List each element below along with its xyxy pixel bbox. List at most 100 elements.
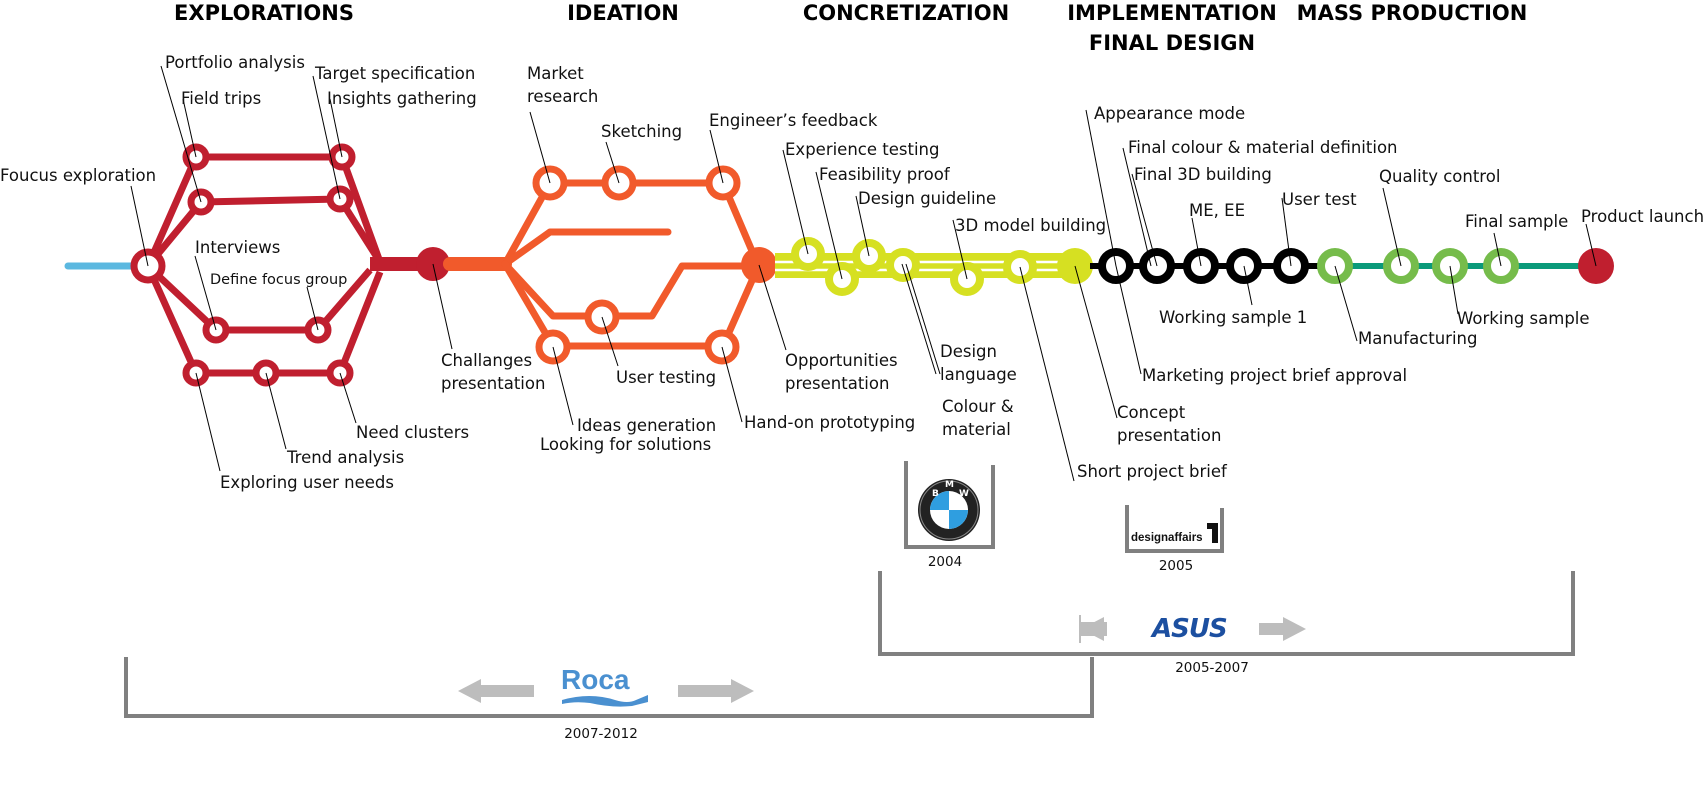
label-appearance-mode: Appearance mode <box>1094 104 1245 123</box>
leader-line <box>709 129 724 184</box>
leader-line <box>905 263 941 375</box>
phase-title-mass-production: MASS PRODUCTION <box>1297 1 1528 25</box>
leader-lines <box>130 65 1597 482</box>
leader-line <box>432 263 453 350</box>
phase-title-ideation: IDEATION <box>567 1 679 25</box>
route-line <box>144 153 384 268</box>
concretization-stations <box>791 237 1037 296</box>
leader-line <box>758 264 787 351</box>
label-insights-gathering: Insights gathering <box>327 89 477 108</box>
implementation-stations <box>1098 248 1309 284</box>
phase-title-implementation: IMPLEMENTATION <box>1067 1 1277 25</box>
leader-line <box>1493 232 1502 267</box>
label-sketching: Sketching <box>601 122 682 141</box>
label-user-testing: User testing <box>616 368 716 387</box>
client-designaffairs: designaffairs 2005 <box>1125 505 1224 574</box>
label-final-colour-material: Final colour & material definition <box>1128 138 1398 157</box>
phase-title-final-design: FINAL DESIGN <box>1089 31 1255 55</box>
leader-line <box>160 65 202 203</box>
year-asus: 2005-2007 <box>1175 660 1249 676</box>
label-challanges: Challanges <box>441 351 532 370</box>
label-trend-analysis: Trend analysis <box>286 448 404 467</box>
label-design: Design <box>940 342 997 361</box>
label-opportunities: Opportunities <box>785 351 898 370</box>
leader-line <box>1131 173 1158 267</box>
label-challanges-presentation: presentation <box>441 374 545 393</box>
route-line <box>501 260 762 350</box>
label-short-project-brief: Short project brief <box>1077 462 1228 481</box>
leader-line <box>130 185 149 267</box>
leader-line <box>721 346 743 423</box>
label-manufacturing: Manufacturing <box>1358 329 1477 348</box>
label-product-launch: Product launch <box>1581 207 1704 226</box>
bmw-letter: B <box>932 489 939 499</box>
leader-line <box>312 75 341 200</box>
designaffairs-logo-text: designaffairs <box>1131 532 1203 544</box>
phase-title-explorations: EXPLORATIONS <box>174 1 354 25</box>
bracket-designaffairs <box>1125 505 1224 553</box>
bmw-letter: M <box>945 480 954 490</box>
station-design-guideline[interactable] <box>852 239 886 273</box>
label-design-guideline: Design guideline <box>858 189 996 208</box>
leader-line <box>1382 187 1402 267</box>
leader-line <box>194 255 217 331</box>
leader-line <box>601 316 619 367</box>
roca-wave-icon <box>562 695 648 707</box>
label-engineers-feedback: Engineer’s feedback <box>709 111 878 130</box>
station-design-language[interactable] <box>886 248 920 282</box>
label-final-sample: Final sample <box>1465 212 1568 231</box>
leader-line <box>1019 266 1075 482</box>
label-foucus-exploration: Foucus exploration <box>0 166 156 185</box>
label-field-trips: Field trips <box>181 89 261 108</box>
label-ideas-generation: Ideas generation <box>577 416 716 435</box>
leader-line <box>265 372 287 450</box>
leader-line <box>605 141 620 184</box>
phase-title-concretization: CONCRETIZATION <box>803 1 1009 25</box>
label-experience-testing: Experience testing <box>785 140 939 159</box>
explorations-stations <box>130 143 356 387</box>
route-line <box>501 260 762 320</box>
label-colour-material: material <box>942 420 1011 439</box>
arrow-left-shaft <box>1100 623 1107 635</box>
leader-line <box>1191 217 1202 267</box>
label-user-test: User test <box>1282 190 1357 209</box>
label-opportunities-presentation: presentation <box>785 374 889 393</box>
label-colour-and: Colour & <box>942 397 1014 416</box>
label-final-3d-building: Final 3D building <box>1134 165 1272 184</box>
asus-logo-text: ASUS <box>1150 614 1227 644</box>
route-line <box>145 195 383 269</box>
label-define-focus-group: Define focus group <box>210 272 347 288</box>
leader-line <box>1585 223 1597 267</box>
label-market-research: research <box>527 87 598 106</box>
leader-line <box>901 263 937 375</box>
label-looking-for-solutions: Looking for solutions <box>540 435 711 454</box>
client-asus: ASUS 2005-2007 <box>878 571 1575 676</box>
label-need-clusters: Need clusters <box>356 423 469 442</box>
leader-line <box>855 195 870 257</box>
leader-line <box>1243 265 1253 306</box>
arrow-left-icon <box>458 679 534 703</box>
label-me-ee: ME, EE <box>1189 201 1245 220</box>
leader-line <box>1115 265 1142 375</box>
leader-line <box>1085 109 1117 267</box>
bmw-logo-icon: B M W <box>918 479 980 541</box>
label-exploring-user-needs: Exploring user needs <box>220 473 394 492</box>
label-concept: Concept <box>1117 403 1186 422</box>
leader-line <box>339 372 357 424</box>
label-hand-on-prototyping: Hand-on prototyping <box>744 413 915 432</box>
label-design-language: language <box>940 365 1017 384</box>
leader-line <box>1074 265 1118 419</box>
label-target-specification: Target specification <box>314 64 475 83</box>
designaffairs-logo-icon <box>1207 523 1218 543</box>
arrow-left-icon <box>1081 617 1105 641</box>
leader-line <box>329 98 343 158</box>
label-working-sample: Working sample <box>1457 309 1590 328</box>
leader-line <box>529 111 551 184</box>
mass-production-stations <box>1317 248 1519 284</box>
label-marketing-brief: Marketing project brief approval <box>1142 366 1407 385</box>
client-roca: Roca 2007-2012 <box>124 657 1094 742</box>
explorations-network <box>144 153 430 377</box>
route-line <box>145 263 373 334</box>
label-working-sample-1: Working sample 1 <box>1159 308 1307 327</box>
